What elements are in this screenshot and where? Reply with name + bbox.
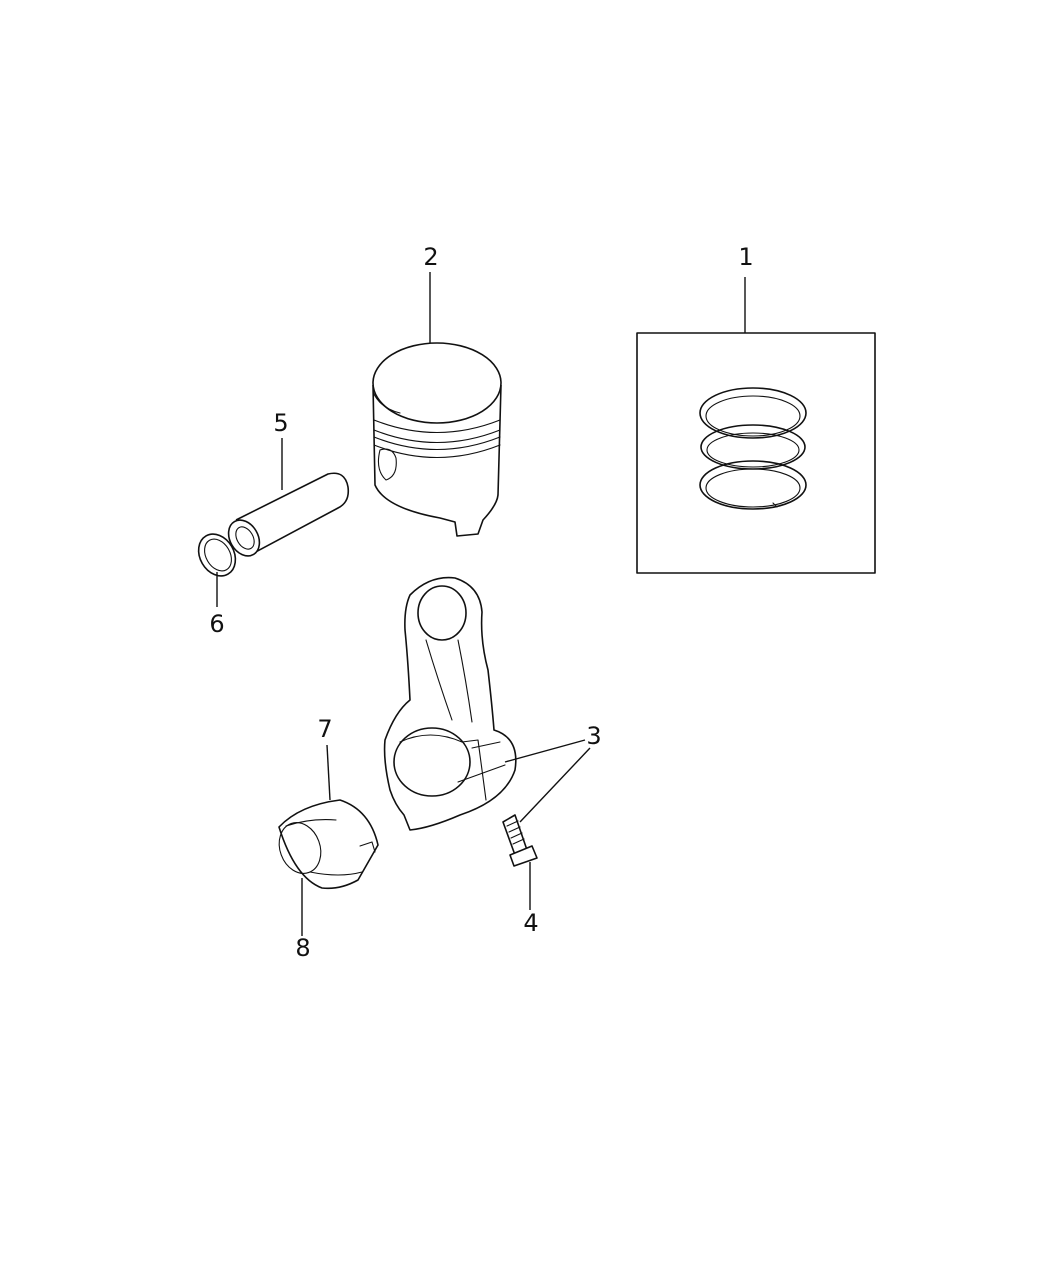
piston-icon <box>372 342 502 537</box>
callout-1: 1 <box>738 243 753 271</box>
callout-3: 3 <box>586 722 601 750</box>
leader-line-7 <box>326 744 331 801</box>
callout-7: 7 <box>317 715 332 743</box>
callout-4: 4 <box>523 909 538 937</box>
callout-8: 8 <box>295 934 310 962</box>
bearing-shell-icon <box>278 799 379 890</box>
bolt-icon <box>502 814 538 867</box>
leader-lines <box>216 272 746 936</box>
callout-5: 5 <box>273 409 288 437</box>
leader-line-3a <box>504 739 586 763</box>
piston-pin-icon <box>227 472 350 557</box>
piston-ring-set-icon <box>636 332 876 574</box>
callout-6: 6 <box>209 610 224 638</box>
connecting-rod-icon <box>383 576 517 831</box>
leader-line-3b <box>519 747 591 823</box>
retaining-clip-icon <box>197 533 237 577</box>
callout-2: 2 <box>423 243 438 271</box>
